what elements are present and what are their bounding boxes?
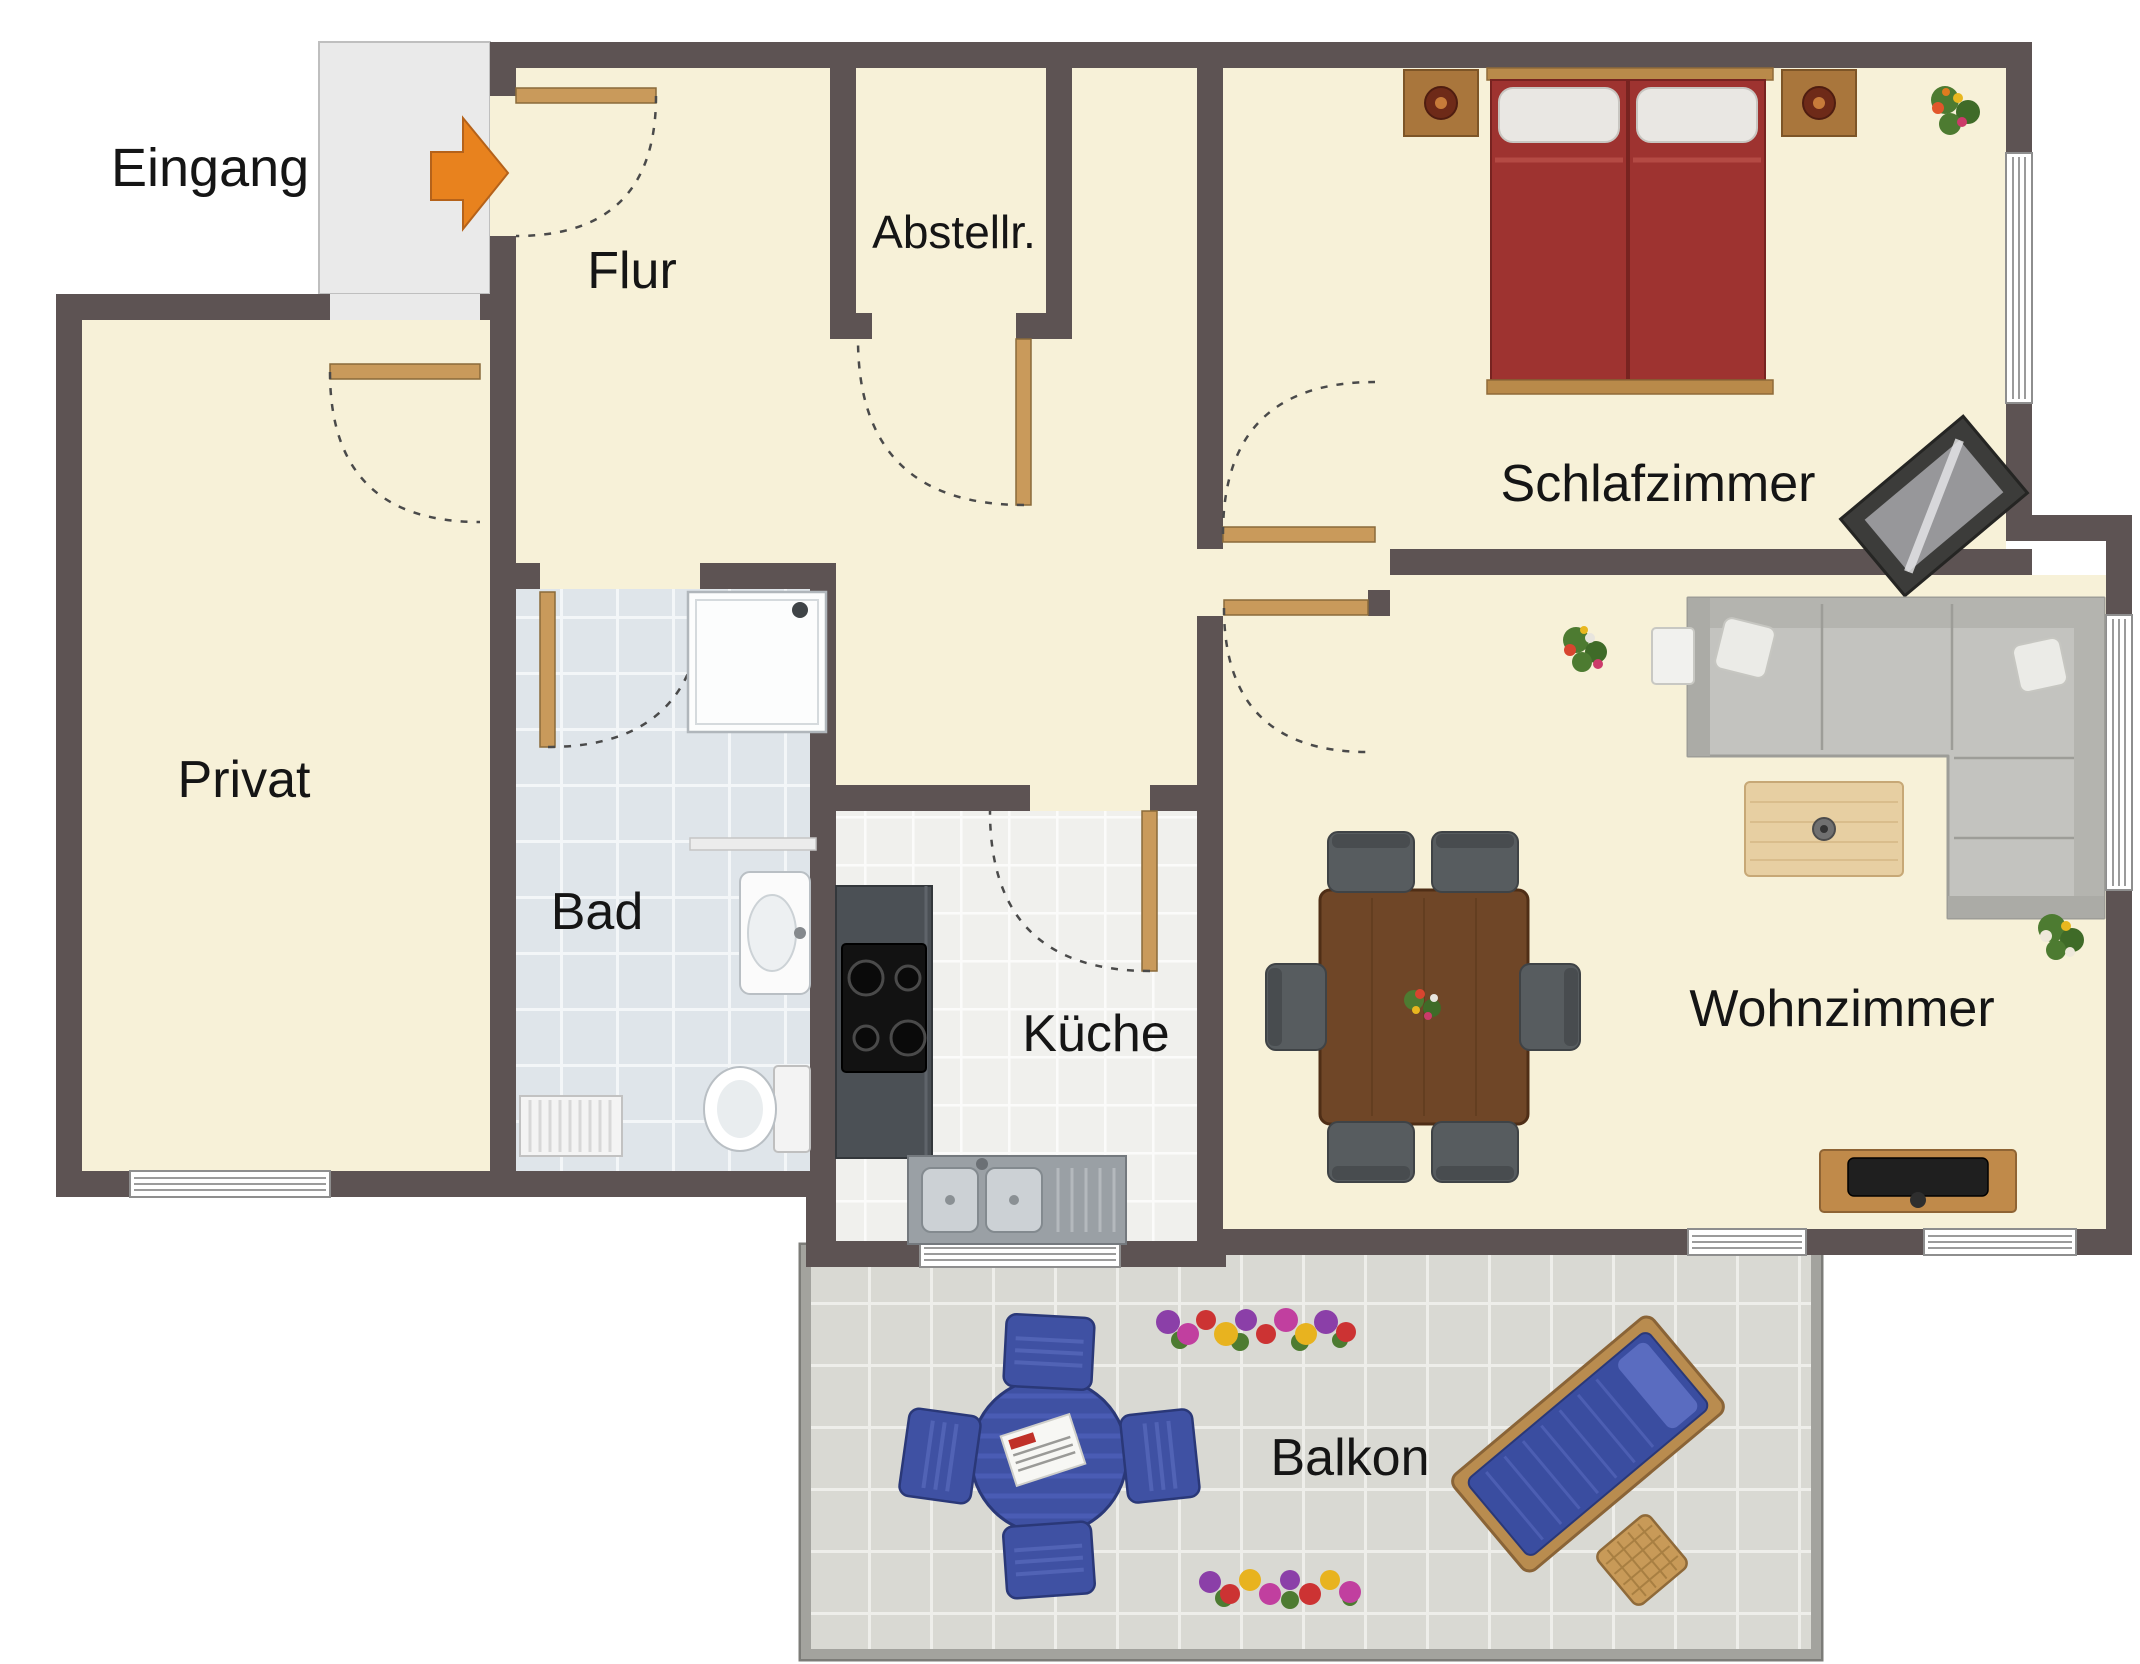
walls xyxy=(56,42,2132,1267)
shower xyxy=(686,590,828,734)
sun-lounger xyxy=(1451,1315,1725,1573)
bedroom-door xyxy=(1221,380,1376,543)
tv-icon xyxy=(1847,1157,1989,1197)
sofa xyxy=(1686,596,2106,920)
plant-living-right xyxy=(2038,914,2084,960)
label-hall: Flur xyxy=(587,242,677,300)
entrance-arrow-icon xyxy=(430,115,510,232)
tv-sideboard xyxy=(1819,1149,2017,1213)
plant-bedroom xyxy=(1931,86,1980,135)
window-private xyxy=(129,1170,331,1198)
flower-box-bottom xyxy=(1199,1569,1361,1609)
private-room-door xyxy=(328,363,481,524)
leaning-picture xyxy=(1838,414,2030,598)
wicker-side-table xyxy=(1596,1514,1688,1606)
balcony-table xyxy=(969,1376,1129,1536)
room-floor-private xyxy=(82,320,490,1171)
faucet-icon xyxy=(794,927,806,939)
window-living-right xyxy=(2105,614,2133,891)
kitchen-door xyxy=(988,810,1158,973)
nightstand-right xyxy=(1781,69,1857,137)
label-kitchen: Küche xyxy=(1022,1005,1169,1063)
furniture-living xyxy=(1265,596,2106,1213)
doorway-fill-private xyxy=(330,294,480,320)
furniture-balcony xyxy=(898,1308,1725,1609)
radiator xyxy=(519,1095,623,1157)
storage-door xyxy=(856,338,1032,507)
label-balcony: Balkon xyxy=(1271,1429,1430,1487)
newspaper xyxy=(999,1412,1087,1488)
doors xyxy=(328,87,1376,973)
dining-table xyxy=(1318,888,1530,1126)
doorway-fill-kitchen xyxy=(1030,785,1150,811)
label-bedroom: Schlafzimmer xyxy=(1501,455,1816,513)
furniture-bedroom xyxy=(1403,67,2030,598)
furniture-bath xyxy=(519,590,828,1157)
dining-chairs xyxy=(1265,831,1581,1183)
windows xyxy=(129,152,2133,1268)
bath-shelf xyxy=(689,837,817,851)
double-bed xyxy=(1486,67,1774,395)
entrance-door xyxy=(515,87,658,238)
nightstand-left xyxy=(1403,69,1479,137)
table-flowers xyxy=(1404,989,1441,1020)
label-bath: Bad xyxy=(551,883,644,941)
faucet-icon xyxy=(976,1158,988,1170)
side-table xyxy=(1651,627,1695,685)
toilet xyxy=(703,1065,811,1153)
window-living-bottom xyxy=(1923,1228,2077,1256)
living-room-door xyxy=(1222,599,1369,754)
label-entrance: Eingang xyxy=(111,138,309,198)
drain-icon xyxy=(792,602,808,618)
label-living: Wohnzimmer xyxy=(1689,980,1994,1038)
window-bedroom xyxy=(2005,152,2033,404)
furniture-kitchen xyxy=(835,885,1127,1245)
flower-box-top xyxy=(1156,1308,1356,1351)
window-kitchen xyxy=(919,1240,1121,1268)
room-labels: Eingang Flur Abstellr. Schlafzimmer Priv… xyxy=(111,138,1995,1487)
balcony-chairs xyxy=(898,1313,1201,1600)
passage-fill xyxy=(1197,549,1223,616)
doorway-fill-bedroom xyxy=(1223,549,1390,575)
stove xyxy=(841,943,927,1073)
label-private: Privat xyxy=(178,751,311,809)
coffee-table xyxy=(1744,781,1904,877)
balcony-door xyxy=(1687,1228,1807,1256)
label-storage: Abstellr. xyxy=(872,206,1036,258)
plant-living-left xyxy=(1563,626,1607,672)
kitchen-sink xyxy=(907,1155,1127,1245)
washbasin xyxy=(739,871,811,995)
